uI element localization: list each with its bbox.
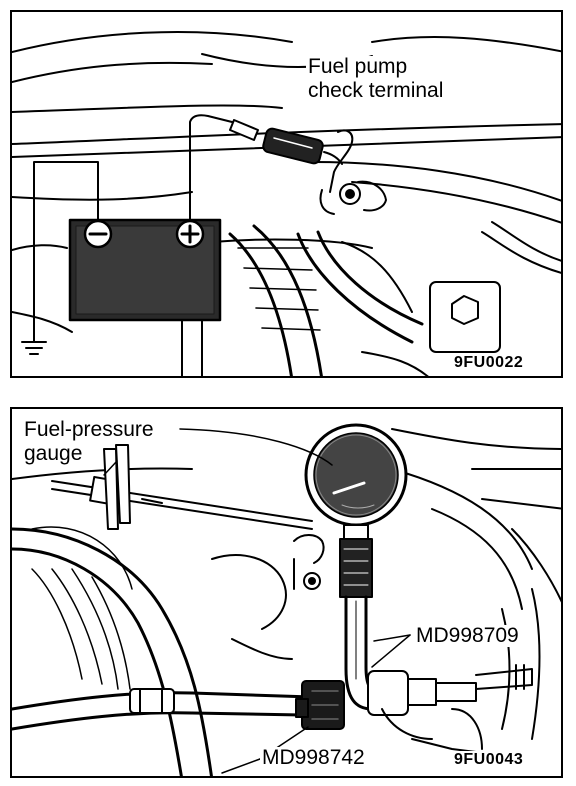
figure-code-top: 9FU0022 bbox=[452, 354, 526, 372]
fuel-pressure-gauge-panel: Fuel-pressure gauge MD998709 MD998742 9F… bbox=[10, 407, 563, 778]
figure-code-bottom: 9FU0043 bbox=[452, 751, 526, 769]
part-label-md998709: MD998709 bbox=[414, 624, 521, 647]
fuel-pump-label-line2: check terminal bbox=[306, 79, 446, 102]
gauge-label-line1: Fuel-pressure bbox=[22, 418, 156, 441]
engine-bay-illustration-top bbox=[12, 31, 561, 376]
fuel-pump-check-panel: Fuel pump check terminal 9FU0022 bbox=[10, 10, 563, 378]
gauge-label-line2: gauge bbox=[22, 442, 85, 465]
part-label-md998742: MD998742 bbox=[260, 746, 367, 769]
engine-bay-illustration-bottom bbox=[12, 423, 561, 776]
fuel-pump-label-line1: Fuel pump bbox=[306, 55, 410, 78]
